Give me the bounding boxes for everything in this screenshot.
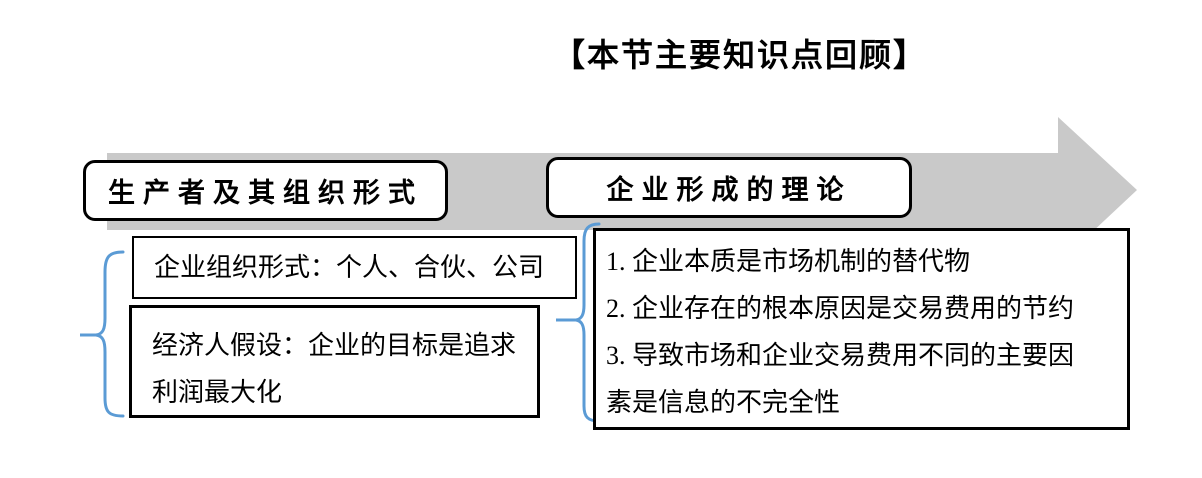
left-brace (95, 250, 125, 418)
left-box-economic-man: 经济人假设：企业的目标是追求利润最大化 (129, 305, 540, 418)
right-box-firm-theory-points: 1. 企业本质是市场机制的替代物 2. 企业存在的根本原因是交易费用的节约 3.… (593, 228, 1130, 430)
left-box-economic-man-text: 经济人假设：企业的目标是追求利润最大化 (152, 331, 517, 407)
header-producers-and-forms: 生产者及其组织形式 (83, 160, 448, 221)
knowledge-point-1: 1. 企业本质是市场机制的替代物 (606, 247, 971, 276)
knowledge-point-2: 2. 企业存在的根本原因是交易费用的节约 (606, 294, 1075, 323)
knowledge-point-3: 3. 导致市场和企业交易费用不同的主要因素是信息的不完全性 (606, 341, 1075, 417)
page-title: 【本节主要知识点回顾】 (552, 36, 927, 74)
left-box-organization-forms: 企业组织形式：个人、合伙、公司 (132, 236, 577, 299)
header-producers-label: 生产者及其组织形式 (108, 178, 423, 208)
header-firm-formation-label: 企业形成的理论 (606, 175, 852, 205)
left-box-organization-forms-text: 企业组织形式：个人、合伙、公司 (154, 253, 545, 282)
header-firm-formation-theory: 企业形成的理论 (546, 157, 912, 218)
